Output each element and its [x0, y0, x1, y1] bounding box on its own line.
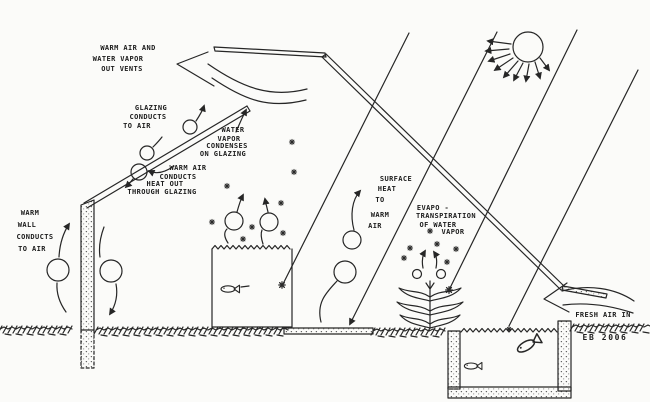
sun-disc — [512, 31, 544, 63]
asterisk-icon — [277, 199, 285, 207]
label-line: WALL — [17, 221, 37, 229]
label-line: WARM AIR AND — [100, 44, 156, 52]
label-line: CONDUCTS — [159, 173, 197, 181]
label-line: WATER VAPOR — [92, 55, 144, 63]
aquaculture-tank — [447, 320, 572, 399]
warm-air-out-arrow — [176, 51, 308, 105]
arrow-head — [176, 51, 215, 87]
ground — [0, 323, 650, 338]
label-line: VAPOR — [217, 135, 241, 143]
evapo-arrows — [400, 227, 460, 280]
sun-ray — [449, 29, 578, 289]
sun-icon — [484, 31, 551, 83]
label-line: CONDUCTS — [129, 113, 167, 121]
warm-wall — [80, 199, 95, 369]
wall-footing — [80, 329, 95, 369]
asterisk-icon — [400, 254, 408, 262]
water-tank — [211, 244, 293, 328]
roof-vent-flap — [213, 46, 327, 58]
arrow-head — [543, 282, 570, 313]
glazing-convection-curls — [124, 104, 247, 189]
glazing-line — [325, 53, 566, 288]
label-line: ON GLAZING — [199, 150, 247, 158]
label-line: TO AIR — [18, 245, 46, 253]
plant-icon — [396, 280, 464, 329]
sun-ray — [349, 31, 498, 326]
label-line: WATER — [221, 126, 245, 134]
fish-icon — [463, 361, 483, 371]
sun-ray — [282, 32, 410, 285]
ground-hatch — [93, 326, 289, 337]
ground-hatch — [0, 325, 73, 336]
vent-flap — [213, 46, 327, 58]
sun-ray — [508, 69, 639, 327]
asterisk-icon — [248, 223, 256, 231]
label-line: VAPOR — [441, 228, 465, 236]
growing-bed — [283, 327, 374, 335]
asterisk-icon — [443, 258, 451, 266]
label-line: TRANSPIRATION — [416, 212, 476, 220]
label-line: OF WATER — [419, 221, 457, 229]
sparkle-icon — [444, 285, 454, 295]
glazing-line — [83, 105, 248, 204]
label-line: EVAPO - — [416, 204, 450, 212]
wall-above-ground — [80, 199, 95, 331]
asterisk-icon — [426, 227, 434, 235]
asterisk-icon — [279, 229, 287, 237]
asterisk-icon — [290, 168, 298, 176]
tank-vapor-curls — [208, 138, 298, 245]
label-line: GLAZING — [134, 104, 168, 112]
surface-heat-arrow — [319, 189, 362, 323]
asterisk-icon — [239, 235, 247, 243]
fish-icon — [220, 284, 241, 294]
north-glazing — [83, 105, 251, 209]
label-line: HEAT OUT — [146, 180, 184, 188]
asterisk-icon — [288, 138, 296, 146]
sun-ray-arrows — [484, 38, 551, 83]
asterisk-icon — [208, 218, 216, 226]
glazing-line — [86, 110, 251, 209]
glazing-cap — [321, 53, 327, 58]
asterisk-icon — [452, 245, 460, 253]
label-line: AIR — [368, 222, 382, 230]
label-line: HEAT — [377, 185, 397, 193]
wall-convection-loops — [46, 222, 123, 316]
sparkle-icon — [278, 281, 286, 289]
label-line: SURFACE — [379, 175, 413, 183]
water-surface — [211, 244, 291, 250]
label-line: TO — [375, 196, 385, 204]
label-line: WARM — [370, 211, 390, 219]
label-line: TO AIR — [123, 122, 151, 130]
label-line: THROUGH GLAZING — [127, 188, 197, 196]
label-line: WARM — [20, 209, 40, 217]
water-surface — [460, 327, 558, 333]
glazing-line — [321, 56, 562, 291]
fish-icon — [514, 332, 543, 356]
south-glazing — [321, 53, 566, 291]
label-line: WARM AIR — [169, 164, 207, 172]
label-line: OUT VENTS — [101, 65, 143, 73]
label-line: CONDENSES — [206, 142, 248, 150]
fresh-air-in-arrow — [543, 282, 635, 314]
label-line: CONDUCTS — [16, 233, 54, 241]
glazing-cap — [246, 105, 251, 112]
ground-hatch — [370, 327, 446, 338]
asterisk-icon — [433, 240, 441, 248]
ground-hatch — [569, 323, 650, 334]
asterisk-icon — [406, 244, 414, 252]
label-line: FRESH AIR IN — [575, 311, 631, 319]
asterisk-icon — [223, 182, 231, 190]
signature-text: EB 2006 — [582, 333, 628, 342]
sun-rays — [278, 29, 639, 332]
